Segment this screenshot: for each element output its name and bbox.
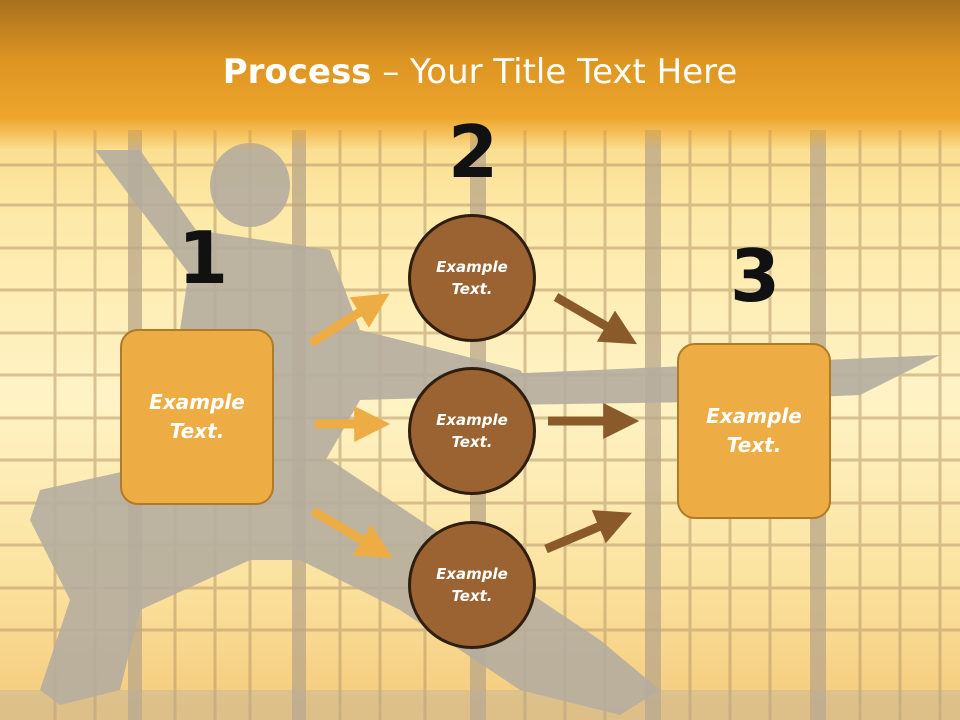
step-number-1: 1 [178,216,229,300]
step-circle-middle[interactable]: Example Text. [408,367,536,495]
title-rest: – Your Title Text Here [371,52,738,92]
arrow-right-icon [308,293,390,347]
step-number-2: 2 [448,110,499,194]
step-box-1[interactable]: Example Text. [120,329,274,505]
arrow-right-icon [553,293,638,345]
arrow-right-icon [310,507,393,559]
arrow-right-icon [544,510,632,554]
step-number-3: 3 [730,234,781,318]
step-circle-top[interactable]: Example Text. [408,214,536,342]
step-box-3[interactable]: Example Text. [677,343,831,519]
step-circle-bottom[interactable]: Example Text. [408,521,536,649]
title-bold: Process [222,52,372,92]
header-band [0,0,960,150]
slide-title: Process – Your Title Text Here [0,52,960,92]
